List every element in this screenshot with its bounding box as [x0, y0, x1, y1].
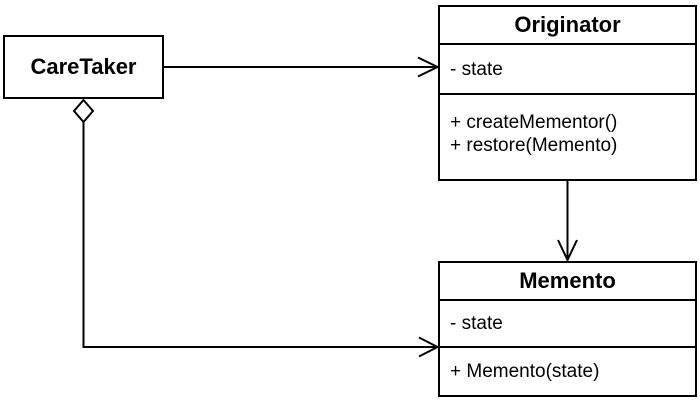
- open-arrowhead-memento-left-icon: [418, 336, 440, 358]
- method-create-mementor: + createMementor(): [450, 112, 618, 133]
- method-restore: + restore(Memento): [450, 135, 618, 156]
- open-arrowhead-originator-icon: [417, 56, 440, 78]
- class-originator-methods: + createMementor() + restore(Memento): [440, 95, 695, 179]
- class-originator-attributes: - state: [440, 45, 695, 95]
- attribute-state: - state: [450, 313, 503, 334]
- class-originator-title: Originator: [440, 7, 695, 45]
- aggregation-diamond-icon: [72, 98, 95, 124]
- class-caretaker-title: CareTaker: [30, 54, 137, 79]
- class-caretaker: CareTaker: [3, 35, 164, 99]
- attribute-state: - state: [450, 58, 503, 80]
- open-arrowhead-memento-top-icon: [557, 239, 578, 263]
- aggregation-caretaker-memento-line: [82, 122, 436, 348]
- class-memento-title: Memento: [440, 263, 695, 301]
- method-memento-constructor: + Memento(state): [450, 361, 600, 382]
- class-memento-methods: + Memento(state): [440, 348, 695, 395]
- class-originator: Originator - state + createMementor() + …: [438, 5, 697, 181]
- class-memento-attributes: - state: [440, 301, 695, 348]
- class-memento: Memento - state + Memento(state): [438, 261, 697, 397]
